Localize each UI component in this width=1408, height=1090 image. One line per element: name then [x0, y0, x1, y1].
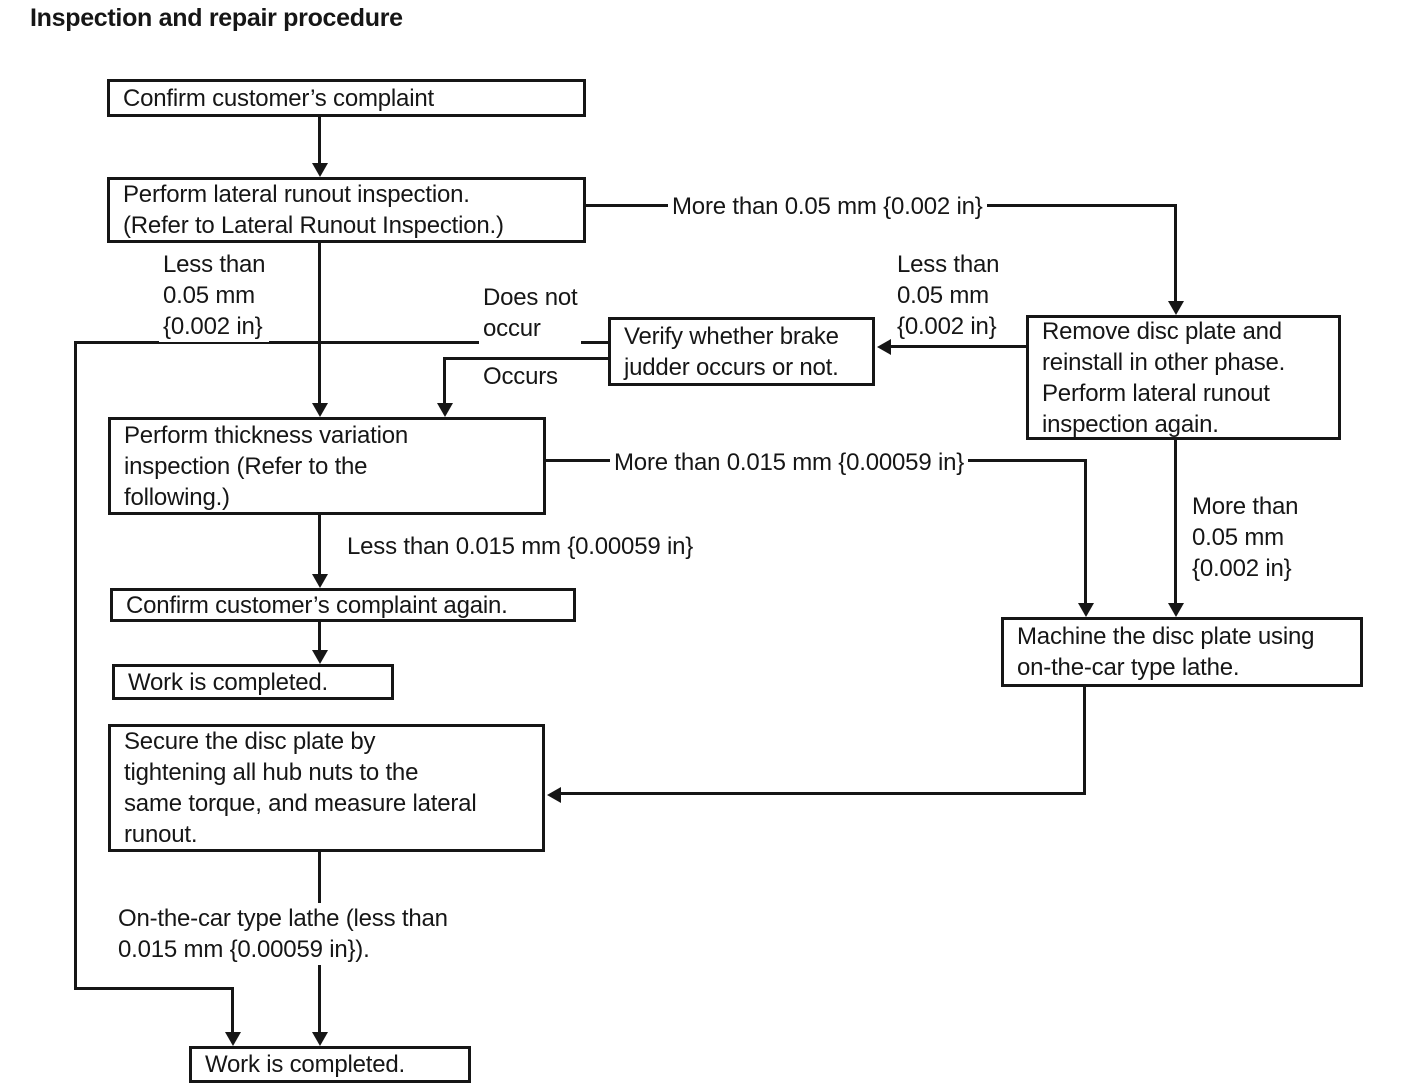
arrow-down-icon [312, 1032, 328, 1046]
text-line: Secure the disc plate by [124, 728, 376, 755]
arrow-down-icon [225, 1032, 241, 1046]
node-secure-disc: Secure the disc plate by tightening all … [108, 724, 545, 852]
text-line: Work is completed. [205, 1051, 406, 1078]
text-line: Perform lateral runout inspection. [123, 181, 470, 208]
node-remove-disc: Remove disc plate and reinstall in other… [1026, 315, 1341, 440]
arrow-down-icon [437, 403, 453, 417]
text-line: 0.05 mm [1192, 524, 1284, 551]
text-line: tightening all hub nuts to the [124, 759, 419, 786]
connector-doesnotoccur-jog [74, 987, 234, 990]
page-title: Inspection and repair procedure [30, 4, 403, 32]
text-line: 0.05 mm [163, 282, 255, 309]
node-machine-disc: Machine the disc plate using on-the-car … [1001, 617, 1363, 687]
text-line: Does not [483, 284, 578, 311]
edge-label-less-005-left: Less than 0.05 mm {0.002 in} [159, 249, 270, 342]
text-line: on-the-car type lathe. [1017, 654, 1240, 681]
arrow-down-icon [312, 574, 328, 588]
arrow-down-icon [1078, 603, 1094, 617]
text-line: 0.015 mm {0.00059 in}). [118, 936, 370, 963]
text-line: Remove disc plate and [1042, 317, 1282, 345]
edge-label-less-0015: Less than 0.015 mm {0.00059 in} [343, 531, 698, 562]
text-line: Perform lateral runout [1042, 379, 1270, 407]
connector-confirm-to-work1 [318, 621, 321, 651]
edge-label-does-not-occur: Does not occur [479, 282, 582, 344]
text-line: Confirm customer’s complaint [123, 84, 434, 112]
node-confirm-again: Confirm customer’s complaint again. [110, 588, 576, 622]
connector-doesnotoccur-drop [231, 987, 234, 1032]
text-line: inspection again. [1042, 410, 1219, 438]
arrow-left-icon [877, 339, 891, 355]
text-line: Less than [163, 251, 266, 278]
text-line: Less than [897, 251, 1000, 278]
connector-machine-down [1083, 686, 1086, 795]
edge-label-on-the-car-lathe: On-the-car type lathe (less than 0.015 m… [114, 903, 452, 965]
text-line: (Refer to Lateral Runout Inspection.) [123, 212, 504, 239]
text-line: Work is completed. [128, 668, 329, 696]
edge-label-more-005-top: More than 0.05 mm {0.002 in} [668, 191, 987, 222]
arrow-down-icon [1168, 301, 1184, 315]
text-line: More than [1192, 493, 1299, 520]
text-line: Perform thickness variation [124, 421, 409, 449]
connector-remove-to-machine [1174, 440, 1177, 604]
text-line: Verify whether brake [624, 322, 839, 350]
text-line: inspection (Refer to the [124, 452, 368, 480]
text-line: following.) [124, 483, 230, 511]
text-line: Machine the disc plate using [1017, 623, 1315, 650]
node-confirm-complaint: Confirm customer’s complaint [107, 79, 586, 117]
connector-lateral-to-thickness [318, 243, 321, 405]
text-line: On-the-car type lathe (less than [118, 905, 448, 932]
text-line: More than 0.015 mm {0.00059 in} [614, 449, 965, 476]
connector-doesnotoccur-horizontal [74, 341, 608, 344]
arrow-down-icon [1168, 603, 1184, 617]
connector-occurs-vertical [443, 357, 446, 404]
text-line: Occurs [483, 363, 558, 390]
text-line: same torque, and measure lateral [124, 790, 477, 817]
edge-label-less-005-right: Less than 0.05 mm {0.002 in} [893, 249, 1004, 342]
text-line: 0.05 mm [897, 282, 989, 309]
text-line: {0.002 in} [897, 313, 997, 340]
connector-doesnotoccur-vertical [74, 341, 77, 990]
node-work-completed-1: Work is completed. [112, 664, 394, 700]
text-line: occur [483, 315, 541, 342]
node-verify-judder: Verify whether brake judder occurs or no… [608, 317, 875, 386]
text-line: runout. [124, 821, 198, 848]
text-line: Less than 0.015 mm {0.00059 in} [347, 533, 694, 560]
connector-more005-vertical [1174, 204, 1177, 303]
connector-remove-to-verify [889, 345, 1026, 348]
text-line: reinstall in other phase. [1042, 348, 1286, 376]
arrow-down-icon [312, 403, 328, 417]
text-line: More than 0.05 mm {0.002 in} [672, 193, 983, 220]
connector-occurs-horizontal [443, 357, 608, 360]
edge-label-more-005-right: More than 0.05 mm {0.002 in} [1188, 491, 1303, 584]
edge-label-more-0015: More than 0.015 mm {0.00059 in} [610, 447, 969, 478]
arrow-left-icon [547, 787, 561, 803]
connector-confirm-to-lateral [318, 117, 321, 167]
text-line: Confirm customer’s complaint again. [126, 591, 508, 619]
edge-label-occurs: Occurs [479, 361, 562, 392]
arrow-down-icon [312, 650, 328, 664]
arrow-down-icon [312, 163, 328, 177]
node-thickness-variation: Perform thickness variation inspection (… [108, 417, 546, 515]
text-line: judder occurs or not. [624, 353, 839, 381]
connector-thickness-to-confirm [318, 514, 321, 575]
node-work-completed-2: Work is completed. [189, 1046, 471, 1083]
text-line: {0.002 in} [1192, 555, 1292, 582]
connector-more0015-vertical [1084, 459, 1087, 604]
text-line: {0.002 in} [163, 313, 263, 340]
node-lateral-runout: Perform lateral runout inspection. (Refe… [107, 177, 586, 243]
connector-machine-to-secure [559, 792, 1086, 795]
